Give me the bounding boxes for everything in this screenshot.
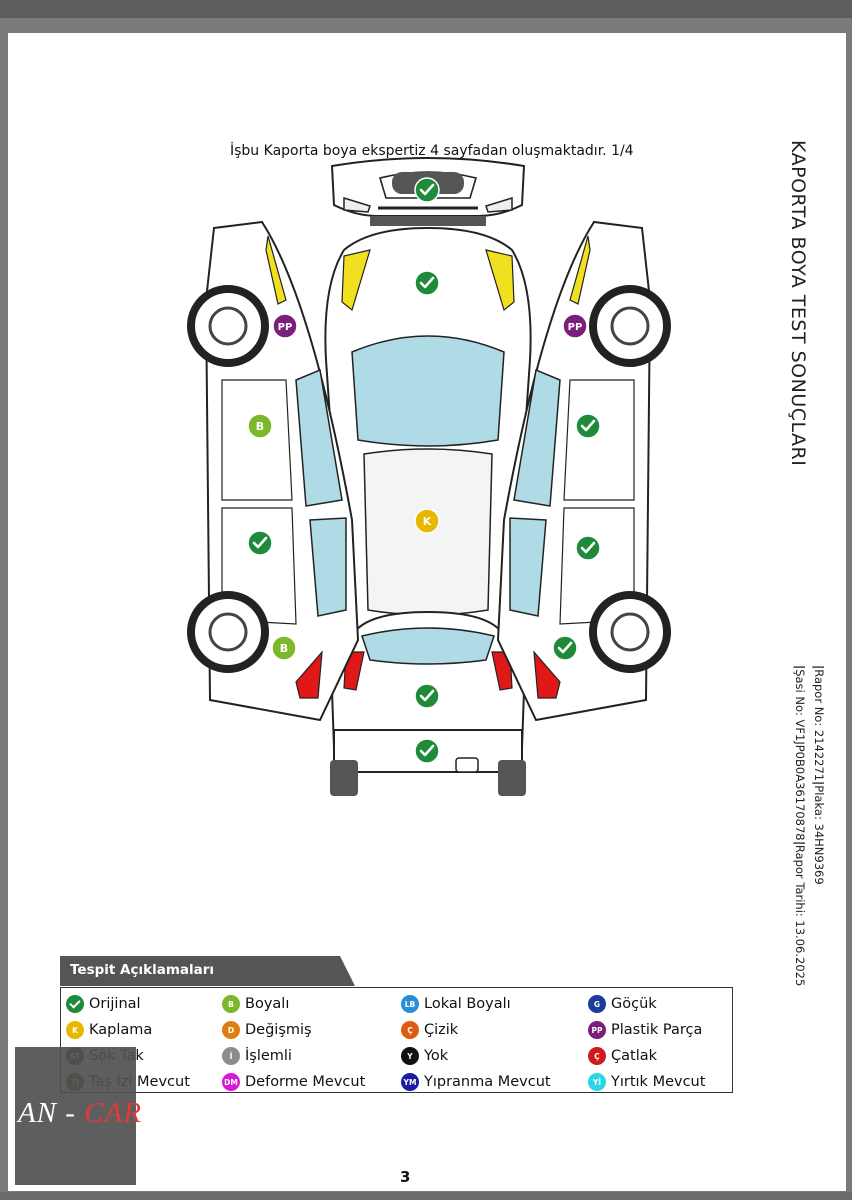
marker-right-rear-door: [575, 535, 601, 561]
check-icon: [557, 641, 573, 654]
legend-label: Plastik Parça: [611, 1022, 703, 1038]
legend-item: D Değişmiş: [222, 1020, 312, 1040]
check-icon: [580, 541, 596, 554]
legend-label: Çatlak: [611, 1048, 658, 1064]
watermark-brand-left: AN -: [18, 1097, 85, 1129]
legend-item: K Kaplama: [66, 1020, 152, 1040]
legend-label: Orijinal: [89, 996, 141, 1012]
legend-item: G Göçük: [588, 994, 657, 1014]
marker-left-rear-fender: B: [271, 635, 297, 661]
marker-front-bumper: [414, 177, 440, 203]
marker-code: K: [423, 515, 432, 528]
legend-badge-icon: YM: [401, 1073, 419, 1091]
marker-right-rear-fender: [552, 635, 578, 661]
legend-label: Boyalı: [245, 996, 290, 1012]
marker-right-front-door: [575, 413, 601, 439]
legend-box: [60, 987, 733, 1093]
marker-rear-bumper: [414, 738, 440, 764]
check-icon: [419, 183, 435, 196]
report-info-row-2: |Şasi No: VF1JP0B0A36170878|Rapor Tarihi…: [793, 665, 807, 987]
legend-item: Ç Çizik: [401, 1020, 458, 1040]
viewer-bottom-bar: [0, 1192, 852, 1200]
legend-badge-icon: Ç: [588, 1047, 606, 1065]
plate: Plaka: 34HN9369: [812, 785, 826, 885]
check-icon: [419, 276, 435, 289]
legend-badge-icon: Ç: [401, 1021, 419, 1039]
marker-roof: K: [414, 508, 440, 534]
intro-text: İşbu Kaporta boya ekspertiz 4 sayfadan o…: [230, 143, 634, 159]
legend-badge-icon: DM: [222, 1073, 240, 1091]
legend-badge-icon: İ: [222, 1047, 240, 1065]
marker-code: B: [280, 642, 288, 655]
report-no: Rapor No: 2142271: [812, 669, 826, 782]
left-side-view: [187, 220, 360, 722]
legend-item: İ İşlemli: [222, 1046, 292, 1066]
legend-badge-icon: B: [222, 995, 240, 1013]
marker-left-rear-door: [247, 530, 273, 556]
check-icon: [419, 689, 435, 702]
check-icon: [419, 744, 435, 757]
watermark-logo: AN - CAR: [18, 1097, 142, 1130]
legend-badge-icon: [66, 995, 84, 1013]
legend-label: Çizik: [424, 1022, 459, 1038]
right-side-view: [496, 220, 671, 722]
legend-badge-icon: LB: [401, 995, 419, 1013]
marker-code: PP: [278, 322, 293, 333]
legend-label: Yıpranma Mevcut: [424, 1074, 551, 1090]
legend-label: Kaplama: [89, 1022, 153, 1038]
legend-item: Orijinal: [66, 994, 141, 1014]
legend-item: PP Plastik Parça: [588, 1020, 702, 1040]
legend-item: YM Yıpranma Mevcut: [401, 1072, 551, 1092]
legend-item: Y Yok: [401, 1046, 448, 1066]
legend-label: Yok: [424, 1048, 449, 1064]
legend-item: B Boyalı: [222, 994, 289, 1014]
viewer-top-bar: [0, 0, 852, 18]
legend-header: [60, 956, 355, 986]
legend-badge-icon: PP: [588, 1021, 606, 1039]
check-icon: [252, 536, 268, 549]
legend-item: Yİ Yırtık Mevcut: [588, 1072, 705, 1092]
watermark-brand-right: CAR: [84, 1097, 142, 1129]
marker-hood: [414, 270, 440, 296]
legend-badge-icon: Y: [401, 1047, 419, 1065]
marker-right-front-fender: PP: [562, 313, 588, 339]
page-number: 3: [400, 1168, 411, 1186]
legend-item: DM Deforme Mevcut: [222, 1072, 365, 1092]
legend-badge-icon: Yİ: [588, 1073, 606, 1091]
marker-code: B: [256, 420, 264, 433]
legend-label: Lokal Boyalı: [424, 996, 511, 1012]
legend-item: LB Lokal Boyalı: [401, 994, 511, 1014]
legend-badge-icon: G: [588, 995, 606, 1013]
report-info: |Rapor No: 2142271|Plaka: 34HN9369 |Şasi…: [790, 665, 828, 986]
legend-label: İşlemli: [245, 1048, 292, 1064]
marker-tailgate: [414, 683, 440, 709]
legend-item: Ç Çatlak: [588, 1046, 657, 1066]
watermark-box: [15, 1047, 136, 1185]
legend-badge-icon: K: [66, 1021, 84, 1039]
marker-code: PP: [568, 322, 583, 333]
report-title: KAPORTA BOYA TEST SONUÇLARI: [787, 140, 809, 467]
report-date: Rapor Tarihi: 13.06.2025: [793, 844, 807, 987]
check-icon: [580, 419, 596, 432]
marker-left-front-door: B: [247, 413, 273, 439]
legend-badge-icon: D: [222, 1021, 240, 1039]
legend-title: Tespit Açıklamaları: [70, 962, 215, 978]
legend-label: Yırtık Mevcut: [611, 1074, 706, 1090]
report-info-row-1: |Rapor No: 2142271|Plaka: 34HN9369: [812, 665, 826, 885]
legend-label: Göçük: [611, 996, 657, 1012]
chassis-no: Şasi No: VF1JP0B0A36170878: [793, 669, 807, 841]
legend-label: Deforme Mevcut: [245, 1074, 366, 1090]
marker-left-front-fender: PP: [272, 313, 298, 339]
legend-label: Değişmiş: [245, 1022, 312, 1038]
condition-markers: K PP B B PP: [247, 177, 601, 764]
